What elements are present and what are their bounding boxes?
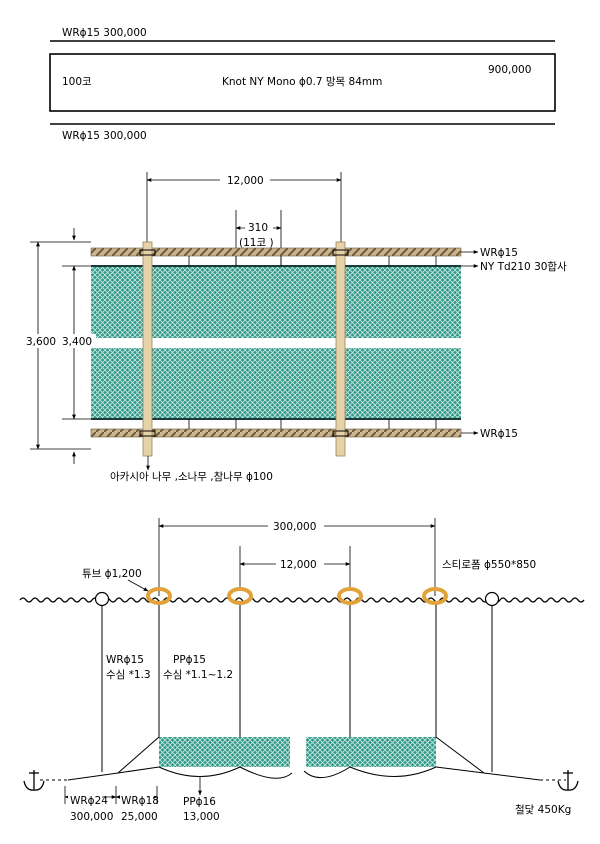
bottom-label-1-value: 300,000 bbox=[70, 811, 113, 823]
bottom-label-3-name: PPϕ16 bbox=[183, 796, 216, 808]
marker-buoy-right bbox=[484, 591, 500, 607]
float-ring-4 bbox=[422, 587, 448, 605]
height-total-label: 3,600 bbox=[26, 336, 56, 348]
pp-depth-label: 수심 *1.1~1.2 bbox=[163, 669, 233, 681]
bottom-label-2-value: 25,000 bbox=[121, 811, 158, 823]
anchor-right-icon bbox=[557, 770, 579, 791]
box-right-label: 900,000 bbox=[488, 64, 531, 76]
bottom-label-3-value: 13,000 bbox=[183, 811, 220, 823]
box-center-label: Knot NY Mono ϕ0.7 망목 84mm bbox=[222, 76, 382, 88]
dim-span-bg bbox=[220, 172, 270, 186]
dim-top-bg bbox=[268, 519, 324, 533]
panel-2-section: 12,000 310 (11코 ) bbox=[24, 172, 567, 483]
vertical-lines bbox=[101, 604, 493, 772]
label-net: NY Td210 30합사 bbox=[480, 261, 567, 273]
bottom-label-bg-2 bbox=[120, 792, 154, 803]
dim-mesh-bg bbox=[245, 221, 273, 233]
tube-pointer bbox=[127, 579, 149, 592]
submerged-net-left bbox=[159, 737, 290, 767]
dim-mesh-label: 310 bbox=[248, 222, 268, 234]
dim-mid-label: 12,000 bbox=[280, 559, 317, 571]
float-ring-3 bbox=[337, 587, 363, 605]
pole-left bbox=[142, 241, 153, 457]
pp-label: PPϕ15 bbox=[173, 654, 206, 666]
dim-top-label: 300,000 bbox=[273, 521, 316, 533]
box-left-label: 100코 bbox=[62, 76, 92, 88]
panel-3-section: 300,000 12,000 튜브 ϕ1,200 bbox=[19, 518, 585, 823]
net-gap bbox=[91, 338, 461, 348]
height-label-bg bbox=[24, 334, 96, 348]
bottom-label-1-name: WRϕ24 bbox=[70, 795, 108, 807]
height-net-label: 3,400 bbox=[62, 336, 92, 348]
dim-mesh-sub-label: (11코 ) bbox=[239, 237, 274, 249]
bottom-rope-label: WRϕ15 300,000 bbox=[62, 130, 147, 142]
panel-1-section: WRϕ15 300,000 100코 Knot NY Mono ϕ0.7 망목 … bbox=[49, 27, 556, 142]
dim-span-label: 12,000 bbox=[227, 175, 264, 187]
dim-mid-bg bbox=[276, 557, 324, 571]
sag-line-left bbox=[158, 766, 293, 779]
wr-depth-label: 수심 *1.3 bbox=[106, 669, 151, 681]
tube-label: 튜브 ϕ1,200 bbox=[82, 568, 142, 580]
float-ring-1 bbox=[146, 587, 172, 605]
styrofoam-label: 스티로폼 ϕ550*850 bbox=[442, 559, 536, 571]
net-box bbox=[49, 53, 556, 112]
wr-label: WRϕ15 bbox=[106, 654, 144, 666]
rope-ties bbox=[188, 256, 437, 429]
pole-caption: 아카시아 나무 ,소나무 ,참나무 ϕ100 bbox=[110, 471, 273, 483]
pole-clamps bbox=[139, 249, 349, 437]
float-ring-2 bbox=[227, 587, 253, 605]
anchor-left-icon bbox=[23, 770, 45, 791]
bottom-label-bg-1 bbox=[68, 792, 102, 803]
anchor-label: 철닻 450Kg bbox=[515, 804, 571, 816]
sag-line-right bbox=[303, 766, 437, 778]
label-top-rope: WRϕ15 bbox=[480, 247, 518, 259]
submerged-net-right bbox=[306, 737, 436, 767]
marker-buoy-left bbox=[94, 591, 110, 607]
label-bottom-rope: WRϕ15 bbox=[480, 428, 518, 440]
top-rope-label: WRϕ15 300,000 bbox=[62, 27, 147, 39]
float-rings bbox=[146, 587, 448, 605]
bottom-label-2-name: WRϕ18 bbox=[121, 795, 159, 807]
pole-right bbox=[335, 241, 346, 457]
mooring-lines bbox=[67, 736, 541, 781]
